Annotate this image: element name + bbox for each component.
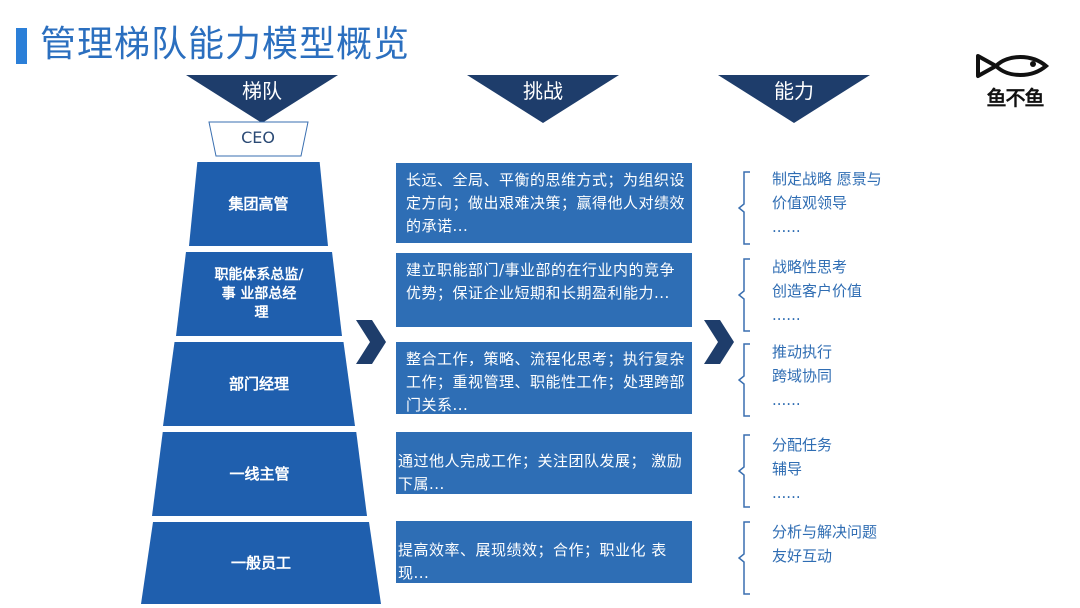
ability-item: 友好互动 (772, 547, 833, 565)
page-title: 管理梯队能力模型概览 (40, 24, 411, 65)
ability-item: 分析与解决问题 (772, 523, 878, 541)
header-ability: 能力 (718, 75, 870, 123)
ability-item: 辅导 (772, 460, 803, 478)
brace-icon (738, 434, 750, 508)
ability-list: 推动执行 跨域协同 ...... (772, 340, 832, 412)
chevron-right-icon (356, 320, 386, 364)
ability-list: 分析与解决问题 友好互动 (772, 520, 877, 568)
ceo-box (208, 121, 309, 157)
ability-item: ...... (772, 391, 801, 409)
ability-list: 制定战略 愿景与 价值观领导 ...... (772, 167, 882, 239)
tier-employee: 一般员工 (141, 522, 381, 604)
brace-icon (738, 343, 750, 417)
fish-logo-icon (976, 54, 1050, 78)
ability-item: 创造客户价值 (772, 282, 863, 300)
ability-item: 分配任务 (772, 436, 833, 454)
ability-item: ...... (772, 306, 801, 324)
ability-list: 战略性思考 创造客户价值 ...... (772, 255, 862, 327)
ability-item: 跨域协同 (772, 367, 833, 385)
title-accent-bar (16, 28, 27, 64)
header-tier: 梯队 (186, 75, 338, 123)
header-ability-label: 能力 (774, 79, 814, 103)
header-challenge: 挑战 (467, 75, 619, 123)
challenge-box: 提高效率、展现绩效；合作；职业化 表现... (396, 521, 692, 583)
ability-item: ...... (772, 218, 801, 236)
tier-frontline-supervisor-label: 一线主管 (229, 464, 290, 483)
header-tier-arrow (186, 75, 338, 123)
brace-icon (738, 258, 750, 332)
tier-executive: 集团高管 (189, 162, 328, 246)
tier-frontline-supervisor: 一线主管 (152, 432, 367, 516)
header-ability-arrow (718, 75, 870, 123)
tier-director: 职能体系总监/ 事 业部总经 理 (176, 252, 342, 336)
header-challenge-label: 挑战 (523, 79, 563, 103)
header-tier-label: 梯队 (242, 79, 282, 103)
ability-item: 战略性思考 (772, 258, 848, 276)
ability-item: 制定战略 愿景与 (772, 170, 882, 188)
ability-item: 价值观领导 (772, 194, 848, 212)
brace-icon (738, 521, 750, 595)
challenge-box: 通过他人完成工作；关注团队发展； 激励下属... (396, 432, 692, 494)
ceo-label: CEO (241, 128, 275, 147)
ability-item: ...... (772, 484, 801, 502)
challenge-box: 整合工作，策略、流程化思考；执行复杂工作；重视管理、职能性工作；处理跨部门关系.… (396, 342, 692, 414)
challenge-box: 建立职能部门/事业部的在行业内的竞争优势；保证企业短期和长期盈利能力... (396, 253, 692, 327)
tier-department-manager-label: 部门经理 (228, 374, 289, 393)
challenge-box: 长远、全局、平衡的思维方式；为组织设定方向；做出艰难决策；赢得他人对绩效的承诺.… (396, 163, 692, 243)
chevron-right-icon (704, 320, 734, 364)
logo-text: 鱼不鱼 (986, 86, 1045, 110)
ability-list: 分配任务 辅导 ...... (772, 433, 832, 505)
brace-icon (738, 171, 750, 245)
tier-executive-label: 集团高管 (228, 194, 289, 213)
header-challenge-arrow (467, 75, 619, 123)
ability-item: 推动执行 (772, 343, 833, 361)
tier-director-label: 职能体系总监/ 事 业部总经 理 (214, 266, 304, 321)
tier-department-manager: 部门经理 (163, 342, 355, 426)
tier-employee-label: 一般员工 (230, 553, 291, 572)
